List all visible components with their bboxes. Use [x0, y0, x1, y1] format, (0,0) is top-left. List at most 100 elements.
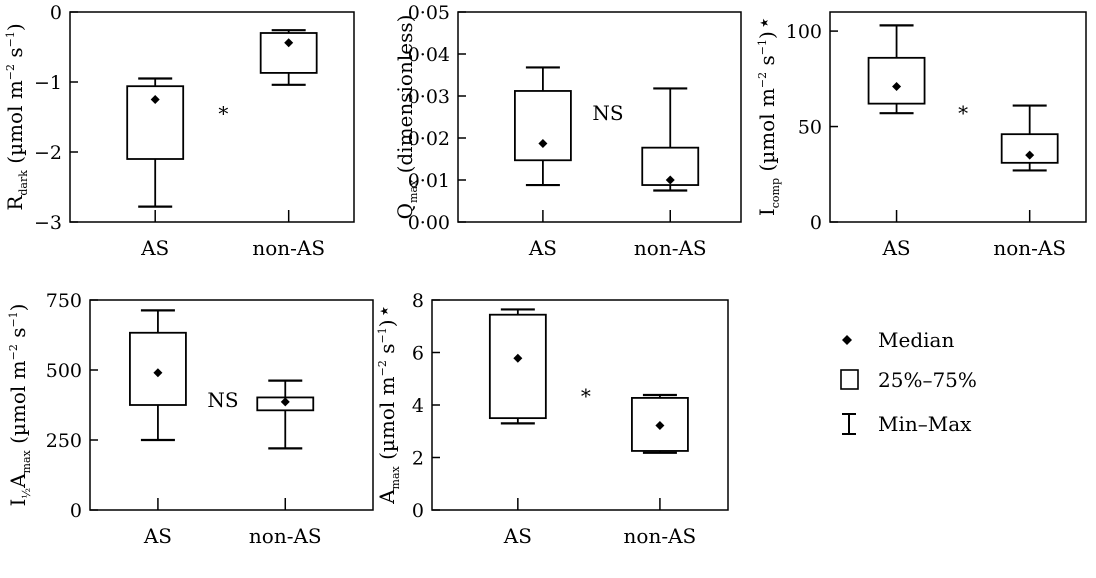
y-tick-label: 0·04	[408, 44, 450, 66]
y-label-star: ★	[378, 306, 391, 319]
y-tick-label: 0	[70, 500, 82, 522]
box-AS	[129, 309, 187, 442]
y-axis-label: Qmax (dimensionless)	[393, 15, 420, 220]
legend: Median 25%–75% Min–Max	[840, 328, 977, 436]
y-label-unit: (µmol m	[375, 376, 399, 466]
median-marker	[665, 175, 675, 185]
median-marker	[655, 420, 665, 430]
category-label: non-AS	[252, 236, 325, 260]
y-label-unit: (µmol m	[3, 80, 27, 170]
y-tick-label: 0·05	[408, 2, 450, 24]
category-label: AS	[140, 236, 169, 260]
y-tick-label: 0·03	[408, 86, 450, 108]
category-label: non-AS	[634, 236, 707, 260]
y-axis-label: Amax (µmol m−2 s−1) ★	[375, 306, 402, 505]
y-label-subscript: max	[407, 179, 420, 203]
median-marker	[150, 95, 160, 104]
category-label: non-AS	[249, 524, 322, 548]
y-label-unit-mid: s	[3, 47, 27, 64]
y-tick-label: 750	[46, 290, 82, 312]
y-label-subscript: max	[389, 465, 402, 489]
median-marker	[284, 38, 294, 48]
legend-median-entry: Median	[842, 328, 954, 352]
y-axis-label: Icomp (µmol m−2 s−1) ★	[755, 18, 782, 216]
box-AS	[514, 66, 572, 187]
y-label-unit-mid: s	[375, 344, 399, 361]
category-label: AS	[528, 236, 557, 260]
y-label-symbol: R	[3, 195, 27, 211]
box-non-AS	[1000, 104, 1059, 172]
iqr-box	[126, 85, 185, 160]
median-marker	[892, 81, 902, 91]
y-label-superscript-2: −1	[4, 31, 17, 47]
legend-box-label: 25%–75%	[878, 368, 977, 392]
y-label-unit-mid: s	[755, 55, 779, 72]
plot-frame	[69, 11, 355, 223]
significance-label: *	[581, 384, 591, 408]
y-label-subscript: ½	[20, 488, 33, 499]
box-AS	[126, 77, 185, 208]
iqr-box	[867, 56, 926, 105]
y-tick-label: 0·02	[408, 128, 450, 150]
y-label-superscript: −2	[4, 64, 17, 80]
y-tick-label: 2	[412, 448, 424, 470]
box-AS	[867, 24, 926, 115]
y-label-unit-mid: s	[6, 328, 30, 345]
iqr-box	[514, 90, 572, 162]
y-axis-label: Rdark (µmol m−2 s−1)	[3, 23, 30, 210]
legend-median-label: Median	[878, 328, 954, 352]
box-non-AS	[256, 379, 315, 450]
y-tick-label: 6	[412, 343, 424, 365]
y-label-subscript: comp	[769, 178, 782, 208]
iqr-box	[631, 397, 689, 452]
median-marker	[538, 138, 548, 148]
y-label-unit-end: )	[6, 304, 30, 312]
category-label: non-AS	[993, 236, 1066, 260]
y-label-star: ★	[758, 18, 771, 31]
category-label: AS	[881, 236, 910, 260]
category-label: AS	[143, 524, 172, 548]
box-non-AS	[641, 87, 700, 192]
y-tick-label: 100	[786, 21, 822, 43]
y-label-superscript-2: −1	[7, 311, 20, 327]
legend-box-entry: 25%–75%	[840, 368, 977, 392]
y-tick-label: −2	[34, 142, 62, 164]
y-label-symbol: Q	[393, 203, 417, 219]
significance-label: *	[958, 101, 968, 125]
y-label-superscript: −2	[756, 72, 769, 88]
median-marker	[153, 368, 163, 378]
y-label-superscript: −2	[7, 344, 20, 360]
y-label-unit-end: )	[375, 319, 399, 327]
y-tick-label: 250	[46, 430, 82, 452]
legend-box-marker	[840, 369, 859, 390]
y-tick-label: 0·00	[408, 212, 450, 234]
y-tick-label: 0	[50, 2, 62, 24]
y-tick-label: −1	[34, 72, 62, 94]
legend-median-marker	[842, 335, 852, 345]
y-label-unit: (dimensionless)	[393, 15, 417, 180]
y-tick-label: 50	[798, 117, 822, 139]
y-label-subscript: dark	[17, 170, 30, 196]
median-marker	[513, 353, 523, 363]
significance-label: NS	[207, 388, 238, 412]
y-label-unit-end: )	[3, 23, 27, 31]
y-tick-label: 0	[810, 212, 822, 234]
y-label-unit: (µmol m	[755, 88, 779, 178]
significance-label: NS	[592, 101, 623, 125]
y-tick-label: 8	[412, 290, 424, 312]
y-label-unit-end: )	[755, 31, 779, 39]
box-non-AS	[259, 29, 318, 86]
plot-frame	[457, 11, 742, 223]
y-label-symbol: I	[755, 208, 779, 216]
median-marker	[280, 397, 290, 407]
y-label-symbol: A	[375, 489, 399, 505]
category-label: AS	[503, 524, 532, 548]
box-AS	[488, 308, 547, 425]
box-non-AS	[631, 393, 689, 454]
